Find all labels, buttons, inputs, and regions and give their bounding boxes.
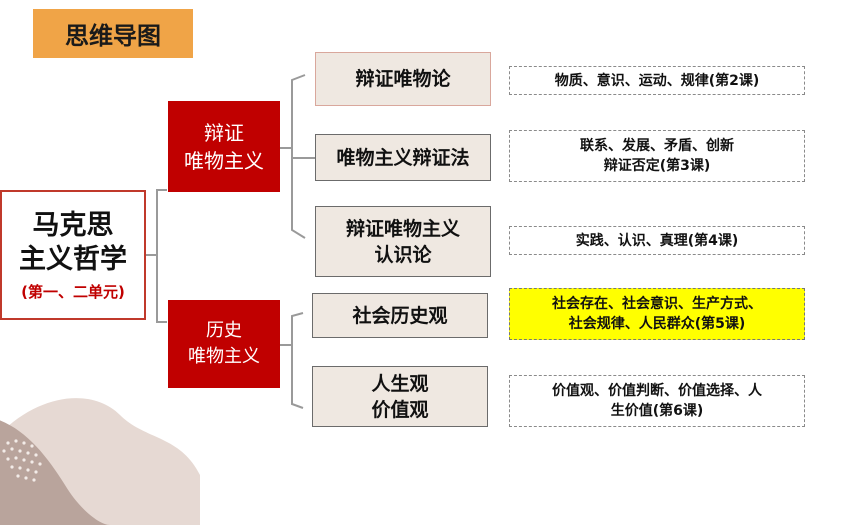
root-line2: 主义哲学 [19,243,127,275]
branch-line: 辩证 [204,120,244,145]
topic-line: 唯物主义辩证法 [336,146,470,169]
note-line: 实践、认识、真理(第4课) [575,232,739,249]
topic-line: 人生观 [371,372,429,395]
note-line: 价值观、价值判断、价值选择、人 [552,383,762,399]
note-line: 社会存在、社会意识、生产方式、 [552,296,762,312]
dot-pattern [2,439,42,482]
topic-box: 人生观 价值观 [312,366,488,427]
note-box: 物质、意识、运动、规律(第2课) [509,66,805,95]
branch-historical-materialism: 历史 唯物主义 [168,300,280,388]
topic-line: 社会历史观 [352,304,448,327]
note-line: 辩证否定(第3课) [603,158,711,174]
topic-line: 价值观 [371,398,429,421]
branch2-bracket [291,312,304,409]
topic-line: 辩证唯物主义 [345,217,460,240]
branch-line: 唯物主义 [184,148,264,173]
note-box-highlighted: 社会存在、社会意识、生产方式、 社会规律、人民群众(第5课) [509,288,805,340]
note-box: 联系、发展、矛盾、创新 辩证否定(第3课) [509,130,805,182]
root-node: 马克思 主义哲学 (第一、二单元) [0,190,146,320]
branch-line: 唯物主义 [188,346,260,367]
root-line1: 马克思 [32,209,114,241]
topic-box: 社会历史观 [312,293,488,338]
note-line: 社会规律、人民群众(第5课) [568,316,746,332]
topic-line: 辩证唯物论 [355,68,451,90]
root-subtitle: (第一、二单元) [21,282,125,301]
connector-lines [146,74,315,409]
topic-box: 辩证唯物主义 认识论 [315,206,491,277]
note-line: 生价值(第6课) [610,403,704,419]
page-title: 思维导图 [33,9,193,58]
root-bracket [156,189,167,323]
note-line: 物质、意识、运动、规律(第2课) [554,72,760,89]
note-box: 价值观、价值判断、价值选择、人 生价值(第6课) [509,375,805,427]
note-box: 实践、认识、真理(第4课) [509,226,805,255]
topic-box: 唯物主义辩证法 [315,134,491,181]
branch-dialectical-materialism: 辩证 唯物主义 [168,101,280,192]
branch1-bracket [291,74,306,239]
note-line: 联系、发展、矛盾、创新 [580,138,734,154]
topic-line: 认识论 [374,243,432,266]
topic-box: 辩证唯物论 [315,52,491,106]
branch-line: 历史 [206,320,242,341]
